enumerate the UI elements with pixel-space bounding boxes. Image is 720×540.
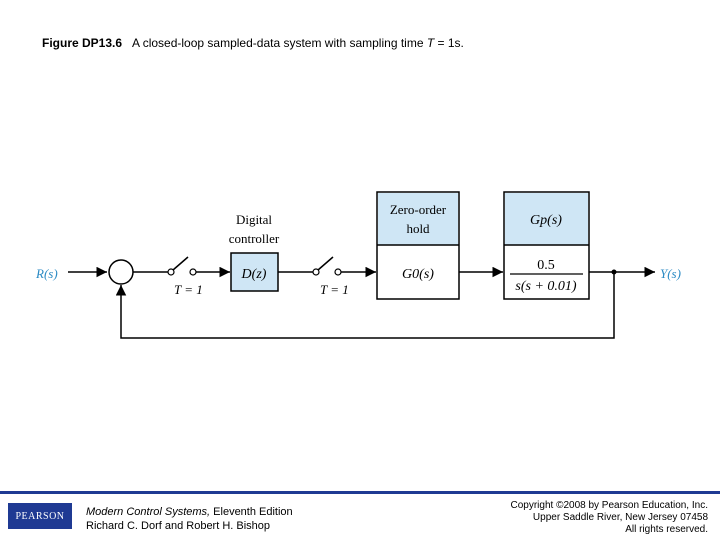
controller-transfer-function: D(z) <box>241 267 267 282</box>
caption-variable: T <box>426 36 435 50</box>
output-signal-label: Y(s) <box>660 266 681 281</box>
controller-caption-line1: Digital <box>236 212 272 227</box>
figure-number: Figure DP13.6 <box>42 36 123 50</box>
sampler-1-label: T = 1 <box>174 282 203 297</box>
plant-denominator: s(s + 0.01) <box>515 279 577 294</box>
plant-caption-area <box>505 193 588 245</box>
zoh-caption-area <box>378 193 458 245</box>
book-authors: Richard C. Dorf and Robert H. Bishop <box>86 520 271 532</box>
controller-block <box>230 252 279 292</box>
block-diagram: R(s) T = 1 Digital controller D(z) T = 1… <box>35 191 681 339</box>
book-edition: Eleventh Edition <box>210 506 293 518</box>
sampler-switch-2 <box>312 256 342 276</box>
zoh-transfer-function: G0(s) <box>402 267 434 282</box>
book-info: Modern Control Systems, Eleventh Edition… <box>86 505 293 533</box>
logo-text: PEARSON <box>15 510 65 522</box>
copyright-line-1: Copyright ©2008 by Pearson Education, In… <box>510 500 709 511</box>
copyright-notice: Copyright ©2008 by Pearson Education, In… <box>511 500 709 536</box>
book-title: Modern Control Systems, <box>86 506 211 518</box>
input-signal-label: R(s) <box>35 266 58 281</box>
sampler-switch-1 <box>167 256 197 276</box>
summing-junction <box>108 259 134 285</box>
caption-text: A closed-loop sampled-data system with s… <box>132 36 427 50</box>
copyright-line-3: All rights reserved. <box>625 524 708 535</box>
zoh-caption-line1: Zero-order <box>390 202 447 217</box>
figure-caption: Figure DP13.6 A closed-loop sampled-data … <box>42 36 464 50</box>
publisher-logo: PEARSON <box>8 503 72 529</box>
zoh-caption-line2: hold <box>406 221 430 236</box>
plant-caption: Gp(s) <box>530 213 562 228</box>
caption-suffix: = 1s. <box>434 36 464 50</box>
feedback-path <box>115 272 615 339</box>
footer-divider <box>0 491 720 494</box>
sampler-2-label: T = 1 <box>320 282 349 297</box>
controller-caption-line2: controller <box>229 231 280 246</box>
plant-numerator: 0.5 <box>537 258 555 273</box>
copyright-line-2: Upper Saddle River, New Jersey 07458 <box>532 512 708 523</box>
